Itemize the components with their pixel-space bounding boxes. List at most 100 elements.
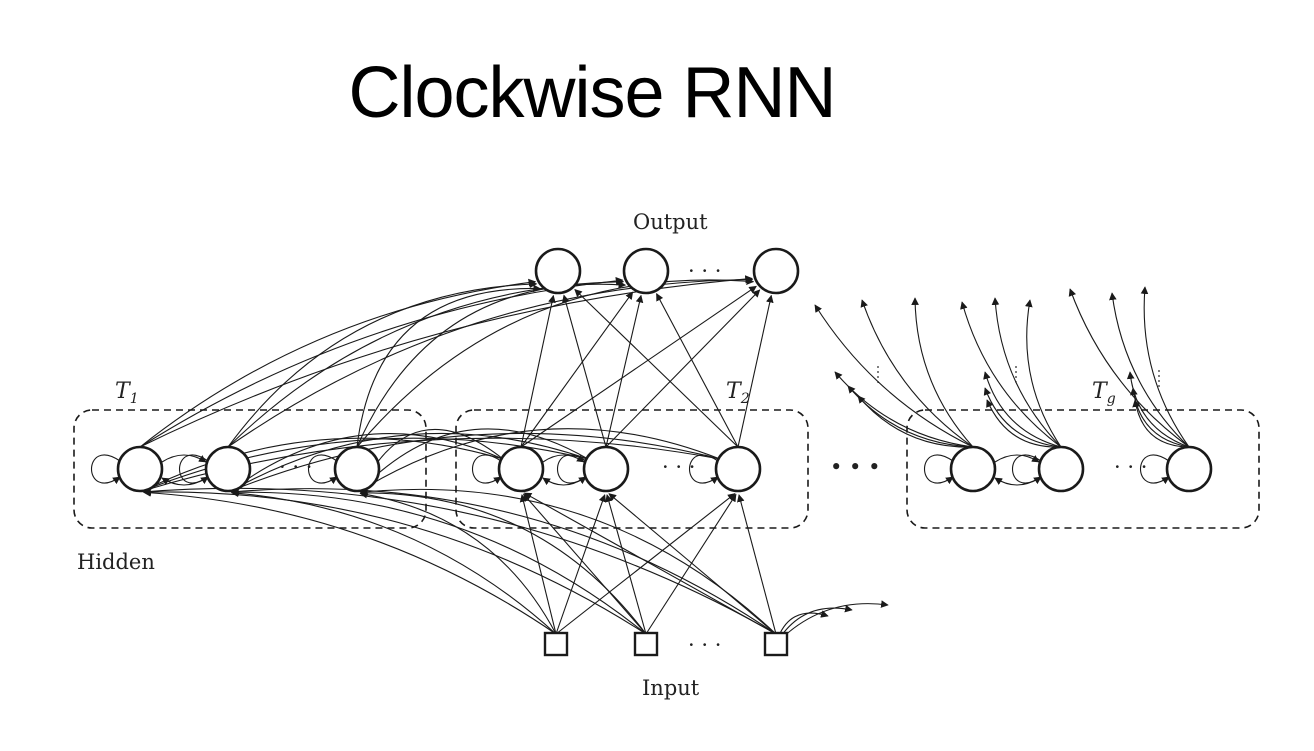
module-label-t1: T1 (115, 379, 139, 407)
hidden-to-output-edge (356, 284, 541, 448)
intra-module-edge (542, 477, 585, 486)
self-loop-edge (308, 454, 338, 485)
hidden-to-output-edge (737, 294, 774, 448)
outgoing-edge (991, 297, 1062, 448)
hidden-unit (714, 445, 762, 493)
module-box-t2 (455, 409, 809, 529)
input-to-hidden-edge (359, 490, 557, 635)
self-loop-edge (472, 454, 502, 485)
input-to-hidden-edge (359, 488, 647, 635)
input-to-hidden-edge (231, 487, 777, 635)
input-unit (763, 631, 789, 657)
hidden-to-output-edge (520, 294, 556, 448)
input-to-hidden-edge (519, 494, 557, 635)
slide-title: Clockwise RNN (348, 53, 836, 133)
tg-hidden-ellipsis: · · · (1114, 455, 1147, 479)
input-to-hidden-edge (523, 493, 647, 635)
input-to-hidden-edge (523, 492, 777, 635)
connection-edges (91, 275, 1190, 645)
hidden-to-output-edge (605, 294, 644, 448)
input-to-hidden-edge (555, 493, 736, 635)
outgoing-edge (1068, 288, 1190, 448)
module-box-tg (906, 409, 1260, 529)
outgoing-edge (983, 387, 1062, 448)
intra-module-edge (161, 454, 207, 463)
intra-module-edge (542, 454, 585, 463)
hidden-to-output-edge (139, 278, 537, 448)
input-to-hidden-edge (143, 488, 647, 635)
outgoing-edge (857, 395, 974, 448)
outgoing-edge (1140, 286, 1190, 448)
outgoing-edge (960, 301, 1062, 448)
hidden-to-output-edge (656, 292, 739, 448)
t2-hidden-ellipsis: · · · (662, 455, 695, 479)
input-to-hidden-edge (605, 494, 647, 635)
t1-hidden-ellipsis: · · · (279, 455, 312, 479)
outgoing-edge (1025, 299, 1062, 448)
intra-module-edge (161, 477, 207, 486)
hidden-unit (333, 445, 381, 493)
outgoing-edge (1132, 399, 1190, 448)
module-box-t1 (73, 409, 427, 529)
output-unit (622, 247, 670, 295)
hidden-unit (949, 445, 997, 493)
outgoing-edge (1130, 387, 1190, 448)
node-layer (116, 247, 1213, 657)
input-to-hidden-edge (555, 494, 607, 635)
module-label-tg: Tg (1092, 379, 1116, 407)
hidden-unit (1165, 445, 1213, 493)
outgoing-edge (860, 299, 974, 448)
outgoing-edge (1126, 371, 1190, 448)
hidden-to-output-edge (605, 289, 761, 448)
input-to-hidden-edge (645, 493, 737, 635)
outgoing-edge (986, 399, 1062, 448)
outgoing-edge (983, 371, 1062, 448)
hidden-to-output-edge (520, 291, 634, 448)
output-label: Output (633, 210, 708, 234)
input-unit (543, 631, 569, 657)
module-label-t2: T2 (726, 379, 750, 407)
input-label: Input (642, 676, 700, 700)
outgoing-edge (814, 304, 974, 448)
self-loop-edge (1140, 454, 1170, 485)
self-loop-edge (924, 454, 954, 485)
slow-to-fast-edge (230, 432, 589, 492)
self-loop-edge (91, 454, 121, 485)
slow-to-fast-edge (359, 428, 589, 492)
module-ellipsis: • • • (830, 455, 881, 479)
input-to-hidden-edge (142, 488, 557, 635)
outgoing-edge (775, 600, 889, 645)
hidden-to-output-edge (520, 285, 757, 448)
hidden-unit (204, 445, 252, 493)
input-unit (633, 631, 659, 657)
hidden-unit (1037, 445, 1085, 493)
hidden-label: Hidden (77, 550, 155, 574)
hidden-to-output-edge (139, 276, 624, 448)
hidden-to-output-edge (574, 288, 739, 448)
input-ellipsis: · · · (688, 633, 721, 657)
input-to-hidden-edge (230, 489, 557, 635)
input-to-hidden-edge (608, 493, 777, 635)
input-to-hidden-edge (230, 488, 647, 635)
hidden-unit (497, 445, 545, 493)
output-unit (534, 247, 582, 295)
output-ellipsis: · · · (688, 259, 721, 283)
hidden-to-output-edge (562, 294, 607, 448)
hidden-to-output-edge (139, 275, 753, 448)
slow-to-fast-edge (230, 433, 504, 492)
intra-module-edge (994, 477, 1040, 486)
hidden-to-output-edge (227, 280, 538, 448)
slow-to-fast-edge (359, 428, 721, 492)
outgoing-edge (1109, 292, 1190, 448)
hidden-to-output-edge (356, 277, 755, 448)
hidden-unit (116, 445, 164, 493)
intra-module-edge (994, 454, 1040, 463)
hidden-unit (582, 445, 630, 493)
outgoing-edge (911, 297, 974, 448)
input-to-hidden-edge (737, 494, 777, 635)
hidden-to-output-edge (356, 280, 627, 448)
slow-to-fast-edge (230, 432, 721, 492)
output-unit (752, 247, 800, 295)
hidden-to-output-edge (227, 275, 754, 448)
